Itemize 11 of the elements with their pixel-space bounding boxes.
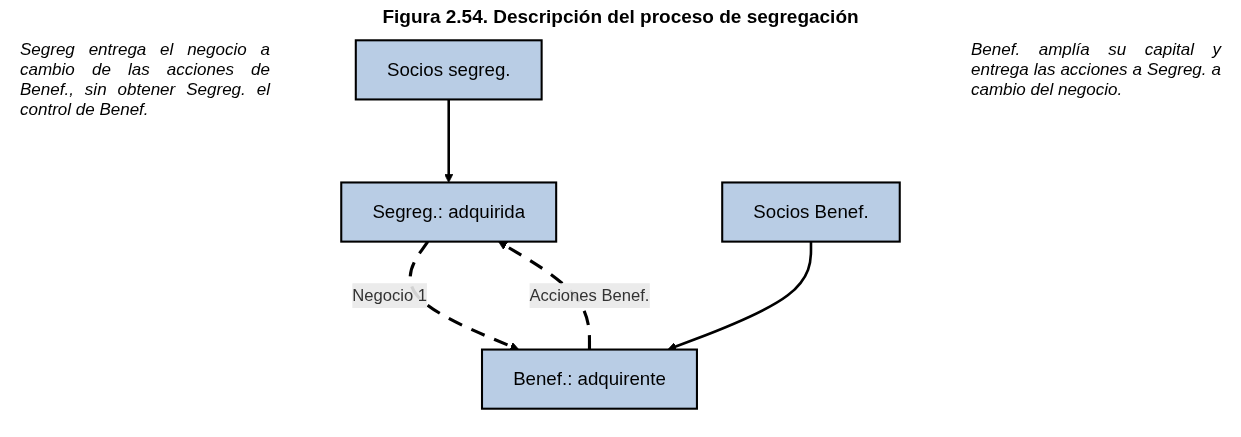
note-text: Segreg entrega el negocio a cambio de las acciones de Benef., sin obtener Segreg. el control de Benef.: [19, 39, 272, 121]
edge-label: Negocio 1: [352, 286, 428, 304]
node-box: Socios segreg.: [354, 39, 543, 101]
arrow: [444, 99, 454, 183]
note-text: Benef. amplía su capital y entrega las acciones a Segreg. a cambio del negocio.: [970, 39, 1223, 101]
figure-title: Figura 2.54. Descripción del proceso de segregación: [381, 6, 860, 28]
edge-label: Acciones Benef.: [529, 286, 650, 304]
node-box: Segreg.: adquirida: [340, 181, 558, 243]
node-box: Benef.: adquirente: [480, 348, 698, 410]
arrow: [498, 241, 592, 350]
node-box: Socios Benef.: [721, 181, 901, 243]
